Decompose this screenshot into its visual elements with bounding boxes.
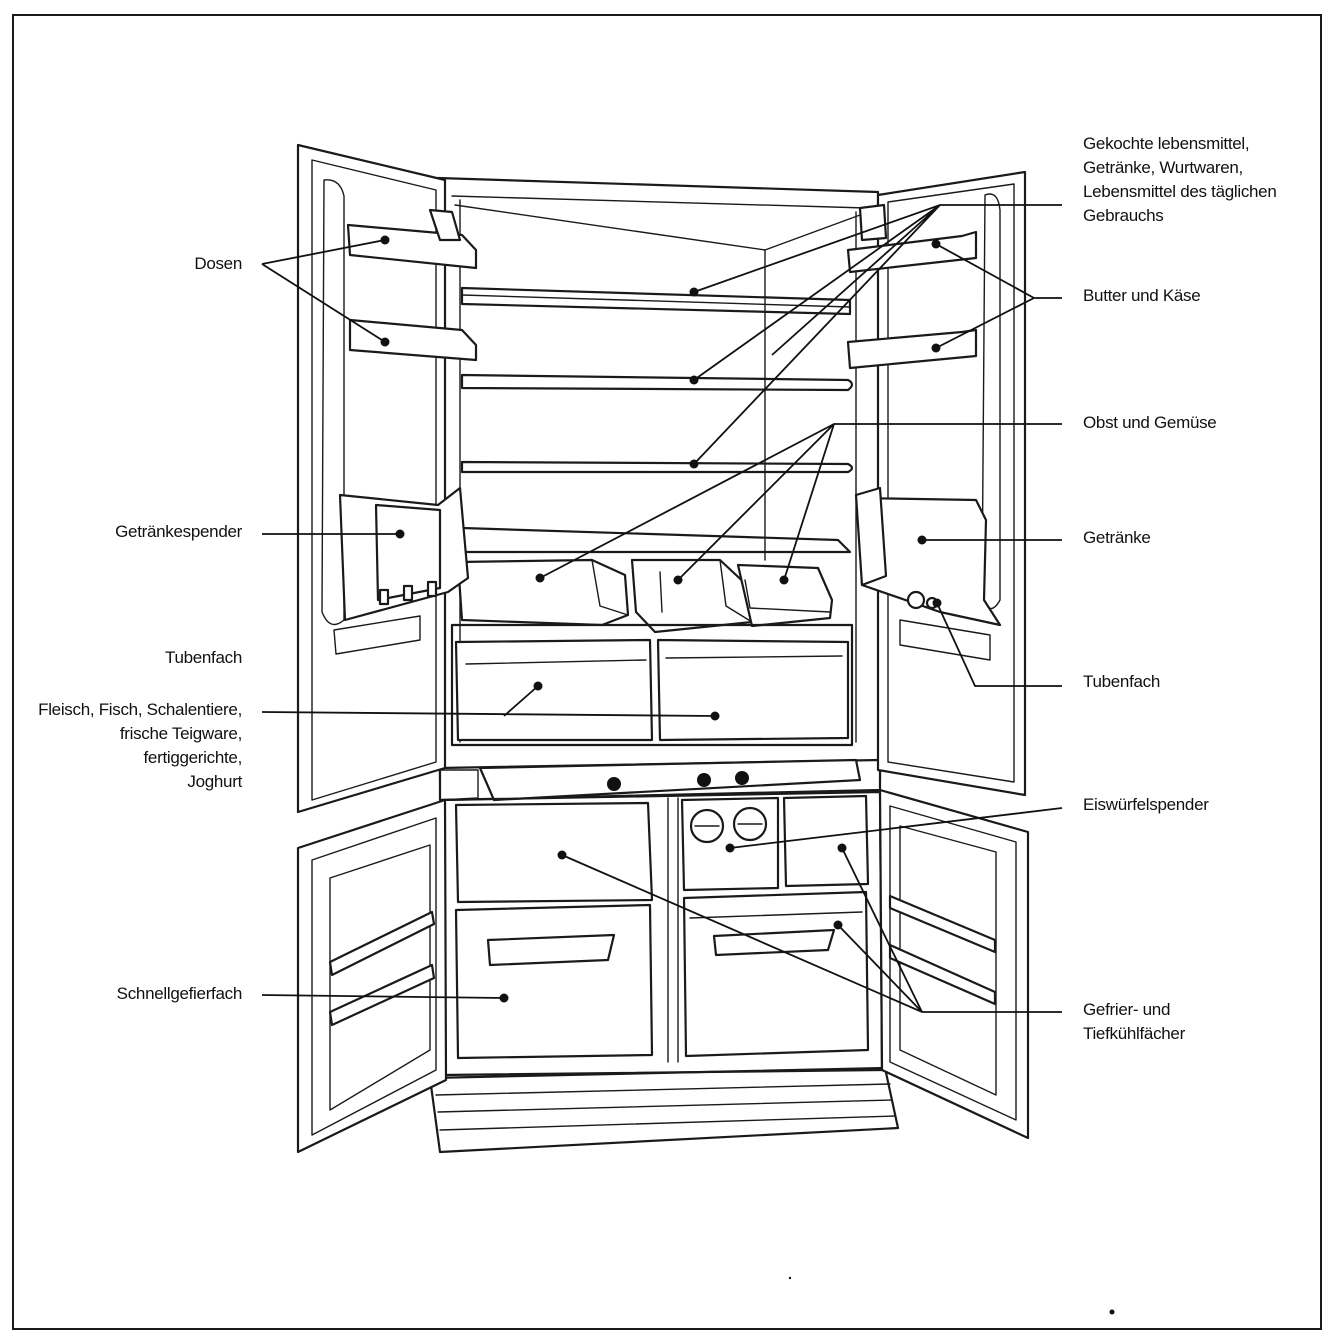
meat-drawers <box>450 623 854 747</box>
ice-dispenser-bar <box>438 758 882 802</box>
diagram-frame <box>12 14 1322 1330</box>
refrigerator-base <box>428 1066 900 1154</box>
label-butter-kaese: Butter und Käse <box>1083 286 1201 305</box>
vegetable-bins <box>456 558 834 634</box>
leader-lines <box>261 204 1063 1013</box>
right-upper-door <box>846 170 1027 797</box>
label-gekochte-lebensmittel: Gekochte lebensmittel, Getränke, Wurtwar… <box>1083 134 1277 225</box>
left-lower-door <box>296 798 448 1154</box>
label-obst-gemuese: Obst und Gemüse <box>1083 413 1217 432</box>
label-tubenfach-right: Tubenfach <box>1083 672 1161 691</box>
left-upper-door <box>296 143 478 814</box>
label-fleisch-fisch: Fleisch, Fisch, Schalentiere, frische Te… <box>38 700 242 791</box>
fridge-shelves <box>460 286 854 554</box>
label-gefrier-tiefkuehl: Gefrier- und Tiefkühlfächer <box>1083 1000 1185 1043</box>
label-getraenkespender: Getränkespender <box>115 522 242 541</box>
label-tubenfach-left: Tubenfach <box>164 648 242 667</box>
label-getraenke: Getränke <box>1083 528 1151 547</box>
label-schnellgefrierfach: Schnellgefierfach <box>116 984 243 1003</box>
label-dosen: Dosen <box>194 254 242 273</box>
freezer-section <box>440 790 884 1077</box>
label-eiswuerfelspender: Eiswürfelspender <box>1083 795 1209 814</box>
right-lower-door <box>878 788 1030 1140</box>
